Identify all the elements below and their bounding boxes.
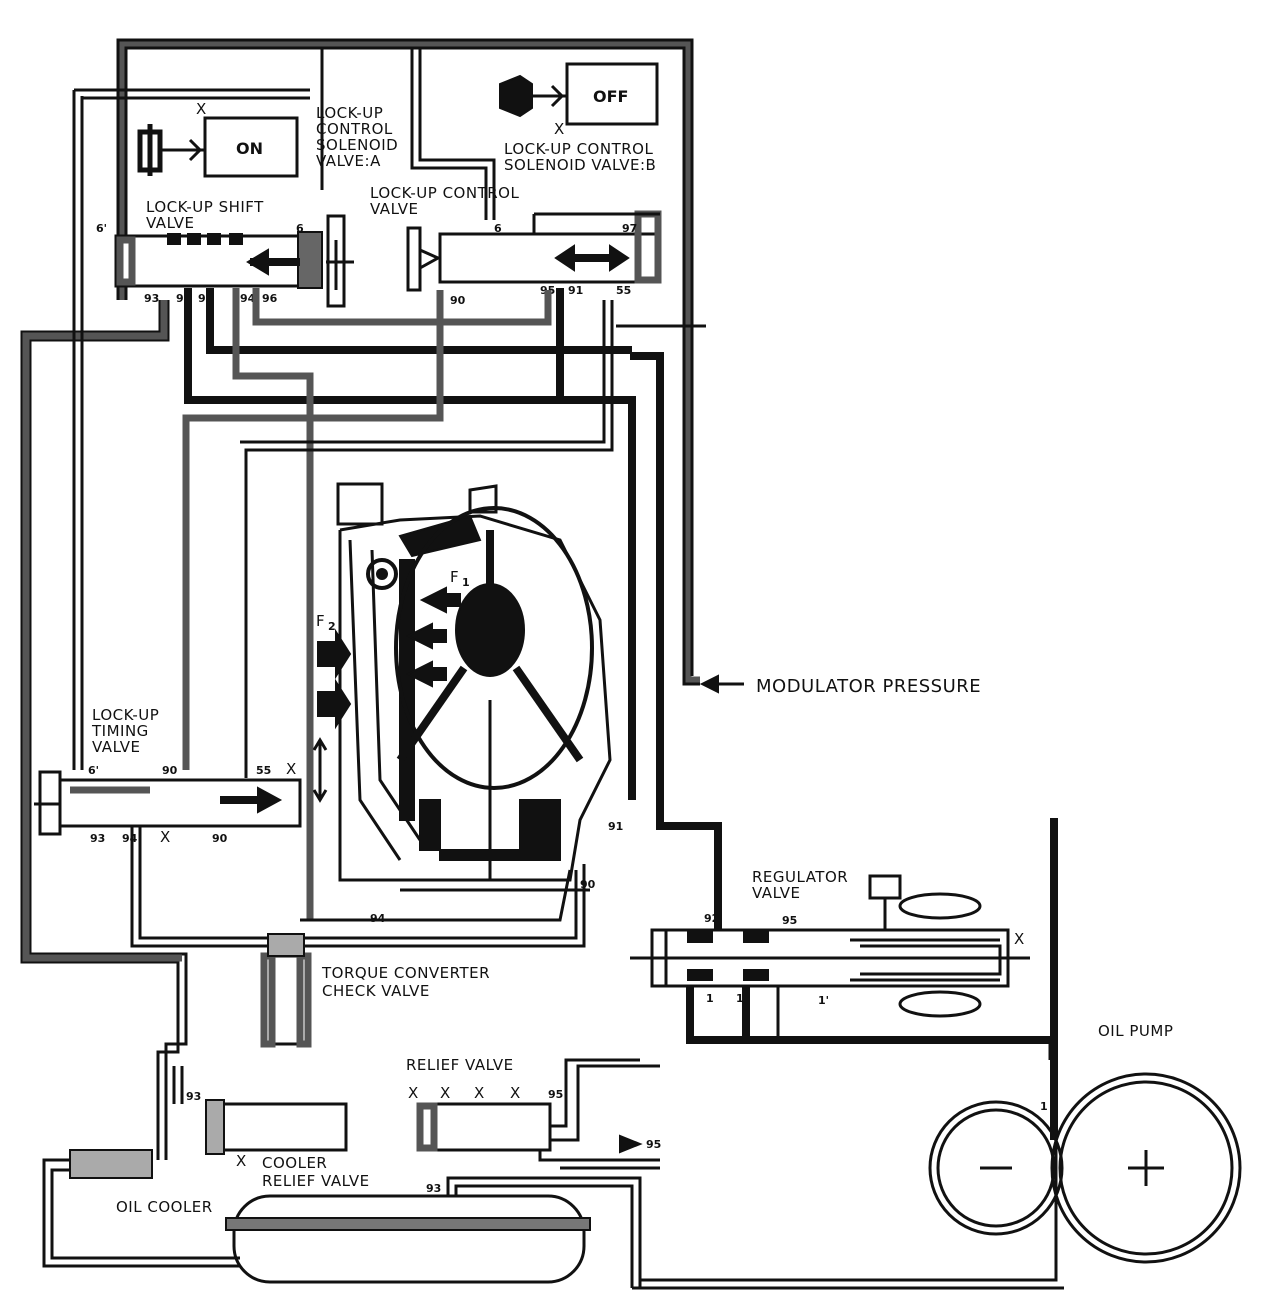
timing-port-90b: 90: [212, 832, 228, 845]
force-f1-sub: 1: [462, 576, 470, 589]
cooler-relief-valve: 93 X: [172, 1066, 348, 1170]
converter-return-lines: [130, 816, 586, 948]
force-f2-sub: 2: [328, 620, 336, 633]
timing-port-90a: 90: [162, 764, 178, 777]
label-solenoid-a-2: CONTROL: [316, 120, 393, 138]
shift-port-6p: 6': [96, 222, 107, 235]
torque-converter: F 1 F 2 91 90 94: [312, 482, 623, 925]
converter-cap: [336, 482, 384, 526]
lockup-shift-valve: 6' 6 93 97 92 94 96: [96, 214, 354, 308]
relief-x-4: X: [510, 1084, 521, 1102]
label-lockup-timing-valve-3: VALVE: [92, 738, 141, 756]
label-regulator-valve-2: VALVE: [752, 884, 801, 902]
label-modulator-pressure: MODULATOR PRESSURE: [756, 676, 981, 697]
pump-port-1: 1: [1040, 1100, 1048, 1113]
shift-port-6: 6: [296, 222, 304, 235]
solenoid-valve-a: ON X: [137, 100, 299, 178]
ctrl-port-91: 91: [568, 284, 583, 297]
solenoid-valve-b: OFF X: [499, 62, 659, 138]
regulator-x-mark: X: [1014, 930, 1025, 948]
torque-converter-check-valve: [260, 933, 312, 1048]
lockup-control-valve: 6 97 90 95 91 55: [406, 210, 662, 307]
relief-valve: X X X X 95 95: [408, 1058, 661, 1170]
solenoid-a-coil: [203, 116, 299, 178]
component-labels: LOCK-UP SHIFT VALVE LOCK-UP CONTROL SOLE…: [91, 104, 1173, 1216]
regulator-port-1b: 1: [736, 992, 744, 1005]
regulator-port-1p: 1': [818, 994, 829, 1007]
ctrl-port-97: 97: [622, 222, 637, 235]
shift-port-94: 94: [240, 292, 256, 305]
solenoid-a-state: ON: [236, 139, 263, 158]
solenoid-b-x-mark: X: [554, 120, 565, 138]
solenoid-a-x-mark: X: [196, 100, 207, 118]
relief-x-2: X: [440, 1084, 451, 1102]
label-lockup-shift-valve-1: LOCK-UP SHIFT: [146, 198, 264, 216]
timing-port-93: 93: [90, 832, 105, 845]
force-f2-label: F: [316, 612, 325, 630]
label-lockup-control-valve-2: VALVE: [370, 200, 419, 218]
regulator-valve: 92 95 1 1 1' X: [630, 874, 1050, 1044]
label-solenoid-a-3: SOLENOID: [316, 136, 398, 154]
cooler-port-93: 93: [426, 1182, 441, 1195]
shift-port-93: 93: [144, 292, 159, 305]
left-return-line: [20, 88, 310, 1160]
label-torque-converter-check-valve-2: CHECK VALVE: [322, 982, 430, 1000]
modulator-pressure-line: [116, 38, 700, 686]
label-cooler-relief-valve-2: RELIEF VALVE: [262, 1172, 370, 1190]
regulator-port-95: 95: [782, 914, 797, 927]
cooler-relief-x-mark: X: [236, 1152, 247, 1170]
label-relief-valve: RELIEF VALVE: [406, 1056, 514, 1074]
valve-circuit-lines: [182, 288, 722, 930]
label-solenoid-b-2: SOLENOID VALVE:B: [504, 156, 656, 174]
relief-x-3: X: [474, 1084, 485, 1102]
solenoid-b-state: OFF: [593, 87, 628, 106]
oil-pump: 1: [928, 1072, 1242, 1264]
shift-port-96: 96: [262, 292, 278, 305]
label-lockup-control-valve-1: LOCK-UP CONTROL: [370, 184, 519, 202]
label-lockup-shift-valve-2: VALVE: [146, 214, 195, 232]
timing-x-mark: X: [286, 760, 297, 778]
timing-x-mark-2: X: [160, 828, 171, 846]
relief-x-1: X: [408, 1084, 419, 1102]
regulator-port-92: 92: [704, 912, 719, 925]
label-solenoid-a-1: LOCK-UP: [316, 104, 383, 122]
ctrl-port-6: 6: [494, 222, 502, 235]
solenoid-b-coil: [565, 62, 659, 126]
label-lockup-timing-valve-1: LOCK-UP: [92, 706, 159, 724]
label-solenoid-b-1: LOCK-UP CONTROL: [504, 140, 653, 158]
oil-cooler: 93: [42, 1149, 642, 1288]
label-oil-pump: OIL PUMP: [1098, 1022, 1173, 1040]
cooler-relief-port-93: 93: [186, 1090, 201, 1103]
timing-port-94: 94: [122, 832, 138, 845]
ctrl-port-90: 90: [450, 294, 466, 307]
label-torque-converter-check-valve-1: TORQUE CONVERTER: [321, 964, 490, 982]
converter-port-91: 91: [608, 820, 623, 833]
relief-port-95: 95: [548, 1088, 563, 1101]
converter-port-90: 90: [580, 878, 596, 891]
label-solenoid-a-4: VALVE:A: [316, 152, 381, 170]
lockup-timing-valve: 6' 90 55 X 93 94 X 90: [34, 760, 302, 846]
regulator-port-1a: 1: [706, 992, 714, 1005]
relief-out-95: 95: [646, 1138, 661, 1151]
force-f1-label: F: [450, 568, 459, 586]
timing-port-6p: 6': [88, 764, 99, 777]
label-oil-cooler: OIL COOLER: [116, 1198, 213, 1216]
modulator-pressure-arrow: [699, 674, 744, 694]
label-lockup-timing-valve-2: TIMING: [91, 722, 149, 740]
timing-port-55: 55: [256, 764, 271, 777]
label-cooler-relief-valve-1: COOLER: [262, 1154, 327, 1172]
label-regulator-valve-1: REGULATOR: [752, 868, 848, 886]
ctrl-port-55: 55: [616, 284, 631, 297]
oil-pump-feed-line: [632, 818, 1064, 1290]
